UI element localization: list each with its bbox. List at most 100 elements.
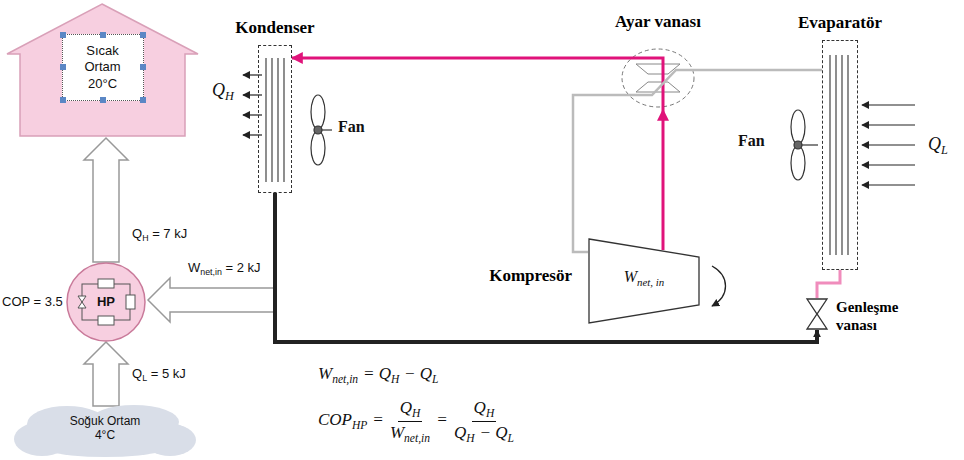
work-arrow <box>148 278 276 322</box>
label-text: Fan <box>738 132 765 149</box>
condenser-fan <box>311 95 332 165</box>
refrigerant-line <box>275 193 817 342</box>
ellipse-shape <box>311 95 325 129</box>
label-text: = <box>372 410 383 429</box>
refrigerant-line <box>698 69 822 72</box>
label-text: net,in <box>404 432 430 445</box>
label-text: H <box>486 407 494 420</box>
line-shape <box>862 144 915 145</box>
label-text: − Q <box>404 364 432 383</box>
work-subscript: net, in <box>637 276 664 288</box>
energy-flow-arrow <box>84 138 128 262</box>
label-group: QH= 7 kJ <box>132 226 187 243</box>
label-text: net,in <box>200 267 222 277</box>
house-shape <box>7 4 198 136</box>
heat-pump-label: HP <box>66 294 146 310</box>
refrigerant-line <box>573 95 618 252</box>
label-text: L <box>507 432 513 445</box>
label-text: = 7 kJ <box>152 226 187 241</box>
label-text: H <box>412 407 420 420</box>
line-shape <box>243 134 262 135</box>
label-group: QL <box>928 134 948 158</box>
line-shape <box>243 114 262 115</box>
label-group: Wnet,in= QH− QL <box>318 364 438 386</box>
numerator: QH <box>472 398 497 422</box>
label-text: − Q <box>479 423 507 442</box>
expansion-valve-node: Genleşme vanası <box>806 298 828 330</box>
line-shape <box>829 55 830 255</box>
cycle-box <box>98 316 114 325</box>
valve-heading: Ayar vanası <box>615 12 701 32</box>
label-text: H <box>225 89 234 103</box>
label-group: COP = 3.5 <box>2 294 63 309</box>
label-text: Q <box>474 398 486 417</box>
compressor-node: KompresörWnet, in <box>588 238 700 324</box>
label-text: COP = 3.5 <box>2 294 63 309</box>
heat-in-arrows <box>862 105 915 185</box>
selection-handle <box>140 32 146 38</box>
circle-shape <box>314 126 322 134</box>
label-group: QH <box>212 80 234 104</box>
valve-hot-path <box>618 58 663 110</box>
cold-label: Soğuk Ortam 4°C <box>70 414 141 442</box>
label-text: Q <box>928 134 941 154</box>
label-text: HP <box>352 419 367 432</box>
refrigerant-line <box>662 110 665 250</box>
cloud-puff <box>144 424 196 456</box>
evaporator-fins <box>830 55 848 255</box>
heat-pump-node: HP <box>66 262 146 342</box>
label-text: = Q <box>363 364 391 383</box>
line-shape <box>265 58 266 182</box>
compressor-heading: Kompresör <box>489 266 572 286</box>
compressor-shape <box>589 239 699 323</box>
label-text: L <box>432 373 438 386</box>
label-text: Q <box>454 423 466 442</box>
refrigerant-line <box>817 270 840 298</box>
work-symbol: Wnet, in <box>588 268 700 288</box>
cycle-box <box>98 279 114 288</box>
room-label: Sıcak Ortam 20°C <box>84 43 120 91</box>
cloud-text-box: Soğuk Ortam 4°C <box>63 414 147 443</box>
room-box: Sıcak Ortam 20°C <box>62 34 144 101</box>
line-shape <box>847 55 848 255</box>
evaporator-heading: Evaparatör <box>798 13 882 33</box>
line-shape <box>271 58 272 182</box>
expansion-valve-heading: Genleşme vanası <box>836 298 920 334</box>
condenser-node: Kondenser <box>258 45 292 193</box>
node-shape <box>618 46 698 110</box>
label-text: H <box>391 373 399 386</box>
ellipse-shape <box>791 146 805 180</box>
house-node: Sıcak Ortam 20°C <box>5 2 200 138</box>
numerator: QH <box>398 398 423 422</box>
denominator: QH− QL <box>452 422 516 445</box>
label-group: QL = 5 kJ <box>132 366 186 383</box>
label-text: Q <box>400 398 412 417</box>
heat-out-arrows <box>243 75 262 135</box>
label-group: COPHP=QHWnet,in=QHQH− QL <box>318 398 520 445</box>
line-shape <box>862 124 915 125</box>
line-shape <box>862 184 915 185</box>
line-shape <box>243 94 262 95</box>
line-shape <box>835 55 836 255</box>
refrigerant-line <box>292 57 618 60</box>
label-text: = 5 kJ <box>151 366 186 381</box>
fraction: QHWnet,in <box>388 398 432 445</box>
circle-shape <box>794 141 802 149</box>
selection-handle <box>140 64 146 70</box>
line-shape <box>283 58 284 182</box>
cold-cloud-node: Soğuk Ortam 4°C <box>12 404 198 458</box>
expansion-valve-symbol <box>807 299 827 329</box>
evaporator-node: Evaparatör <box>822 40 858 270</box>
label-text: Fan <box>338 118 365 135</box>
label-text: Q <box>212 80 225 100</box>
label-text: W <box>188 260 200 275</box>
label-text: L <box>142 373 147 383</box>
selection-handle <box>60 97 66 103</box>
line-shape <box>277 58 278 182</box>
valve-cold-path <box>618 70 698 95</box>
line-shape <box>862 164 915 165</box>
label-text: Q <box>132 366 142 381</box>
line-shape <box>841 55 842 255</box>
selection-handle <box>100 97 106 103</box>
